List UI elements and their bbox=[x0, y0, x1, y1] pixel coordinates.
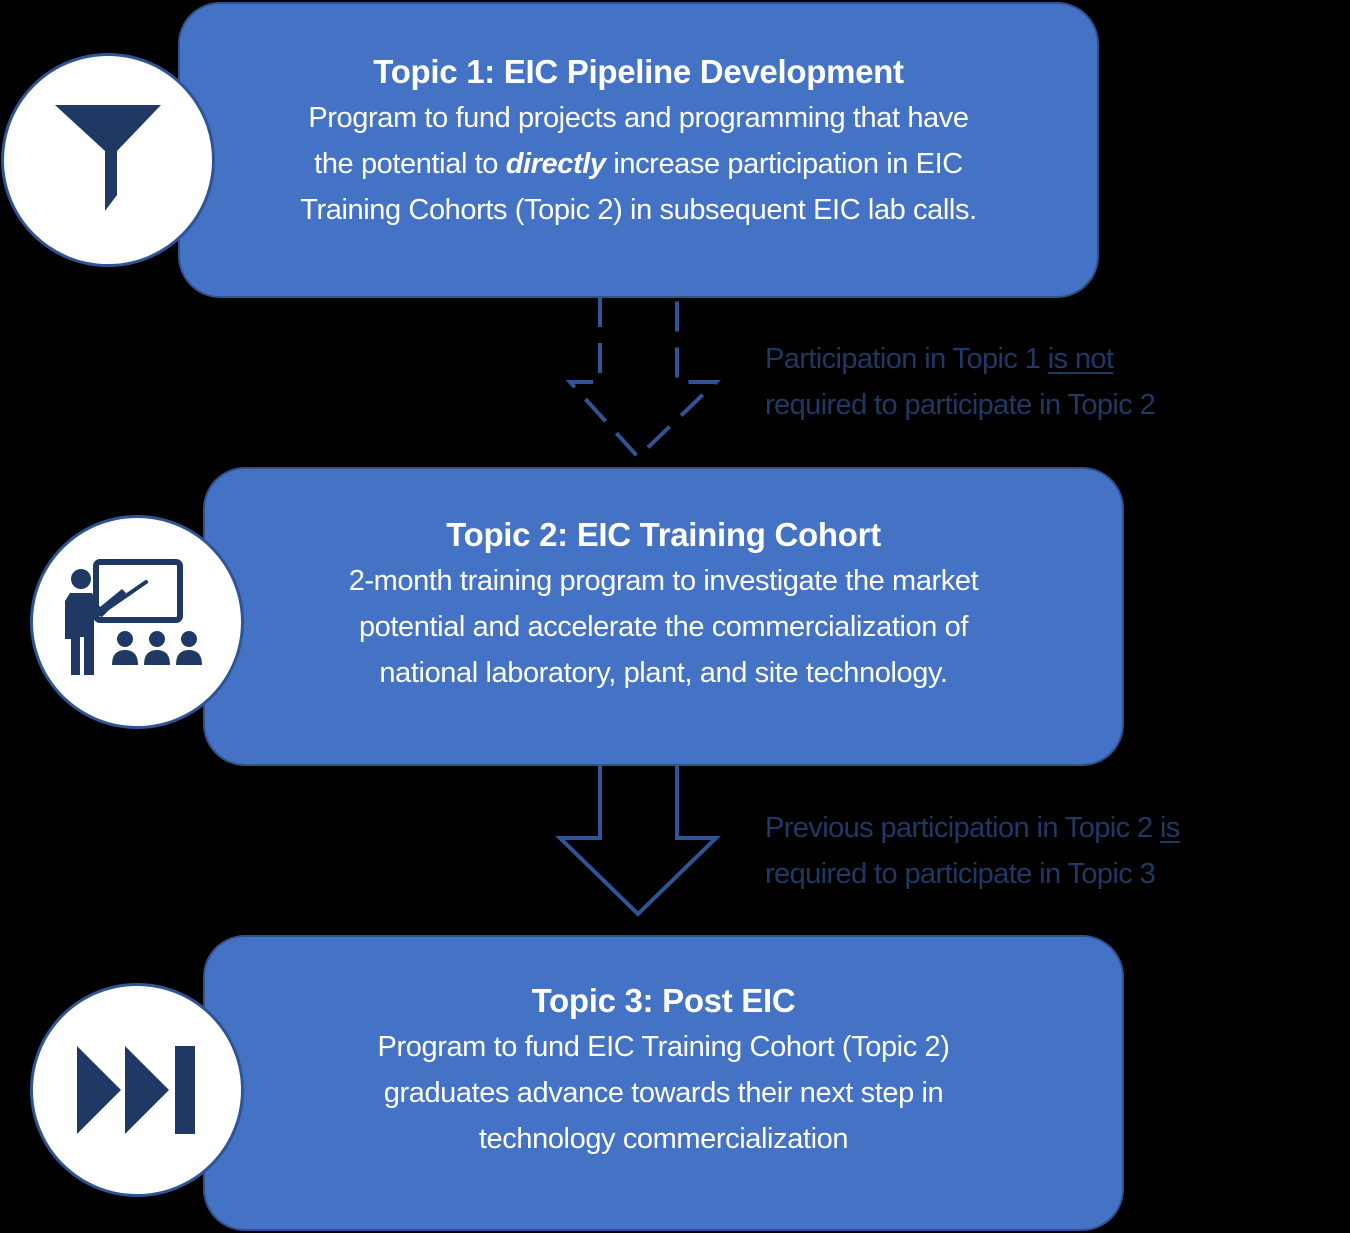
topic-1-description: Program to fund projects and programming… bbox=[300, 102, 977, 226]
underline-is-not: is not bbox=[1047, 343, 1114, 375]
topic-1-title: Topic 1: EIC Pipeline Development bbox=[373, 53, 904, 90]
funnel-icon bbox=[55, 105, 161, 211]
topic-2-icon-circle bbox=[30, 515, 244, 729]
topic-2-box: Topic 2: EIC Training Cohort 2-month tra… bbox=[203, 467, 1124, 766]
skip-forward-icon bbox=[77, 1046, 195, 1134]
topic-3-box: Topic 3: Post EIC Program to fund EIC Tr… bbox=[203, 935, 1124, 1231]
topic-3-icon-circle bbox=[30, 983, 244, 1197]
teacher-presentation-icon bbox=[65, 559, 202, 675]
emphasis-directly: directly bbox=[505, 148, 606, 180]
underline-is: is bbox=[1159, 812, 1180, 844]
topic-3-description: Program to fund EIC Training Cohort (Top… bbox=[377, 1031, 950, 1155]
topic-3-title: Topic 3: Post EIC bbox=[531, 982, 796, 1019]
connector-2-note: Previous participation in Topic 2 is req… bbox=[765, 812, 1180, 890]
connector-1-note: Participation in Topic 1 is not required… bbox=[765, 343, 1156, 421]
topic-2-description: 2-month training program to investigate … bbox=[348, 564, 979, 689]
topic-2-title: Topic 2: EIC Training Cohort bbox=[446, 515, 881, 553]
topic-1-icon-circle bbox=[1, 53, 215, 267]
solid-down-arrow bbox=[555, 765, 721, 917]
dashed-down-arrow bbox=[565, 297, 721, 460]
